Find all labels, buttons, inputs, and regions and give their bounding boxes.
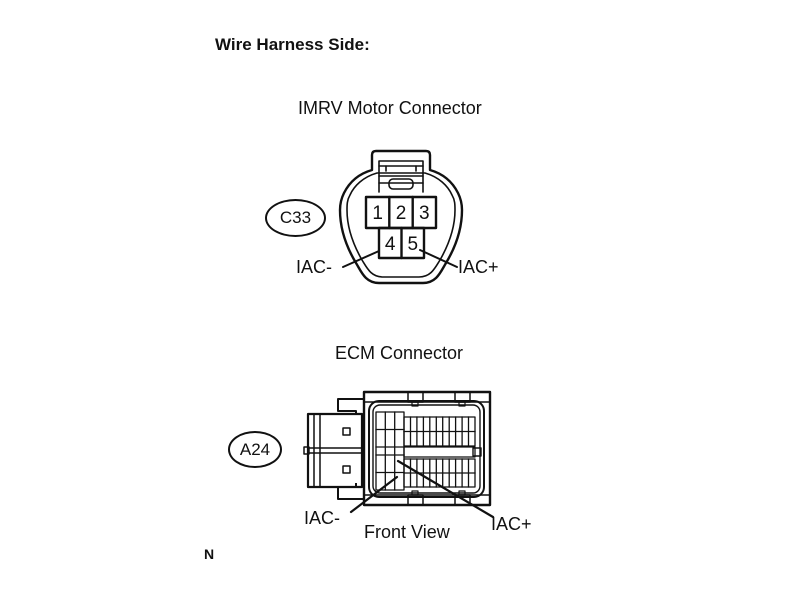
ecm-iac-minus-label: IAC- <box>304 508 340 528</box>
ecm-top-right-pin-grid <box>404 417 475 446</box>
imrv-iac-minus-label: IAC- <box>296 257 332 277</box>
ecm-middle-bar <box>404 447 475 457</box>
ecm-inner-housing <box>369 401 484 497</box>
imrv-body-inner-outline <box>347 173 455 277</box>
ecm-pin-grids <box>376 412 475 490</box>
imrv-iac-plus-label: IAC+ <box>458 257 499 277</box>
imrv-pin-grid <box>366 197 436 258</box>
imrv-pin-1: 1 <box>372 203 383 224</box>
ecm-connector-drawing <box>304 392 493 517</box>
ecm-left-attachment <box>304 414 362 487</box>
imrv-pin-4: 4 <box>385 234 396 255</box>
page-footer-note: N <box>204 546 215 562</box>
imrv-iac-minus-leader <box>343 251 379 267</box>
ecm-connector-title: ECM Connector <box>335 343 464 363</box>
imrv-pin-2: 2 <box>396 203 407 224</box>
imrv-iac-plus-leader <box>420 250 457 267</box>
ecm-connector-code: A24 <box>239 439 271 459</box>
imrv-connector-code: C33 <box>279 208 312 227</box>
imrv-connector-title: IMRV Motor Connector <box>298 98 482 118</box>
imrv-pin-numbers: 1 2 3 4 5 <box>372 203 429 255</box>
imrv-connector-drawing <box>340 151 462 283</box>
imrv-pin-5: 5 <box>408 234 419 255</box>
page-title: Wire Harness Side: <box>215 35 370 54</box>
ecm-iac-minus-leader <box>351 477 397 512</box>
ecm-iac-plus-leader <box>398 461 493 517</box>
ecm-connector-code-badge: A24 <box>228 431 282 468</box>
ecm-bottom-right-pin-grid <box>404 459 475 487</box>
ecm-iac-plus-label: IAC+ <box>491 514 532 534</box>
imrv-latch <box>379 161 423 192</box>
imrv-pin-3: 3 <box>419 203 430 224</box>
ecm-left-pin-grid <box>376 412 404 490</box>
ecm-front-view-caption: Front View <box>364 522 450 542</box>
imrv-connector-code-badge: C33 <box>265 199 326 237</box>
